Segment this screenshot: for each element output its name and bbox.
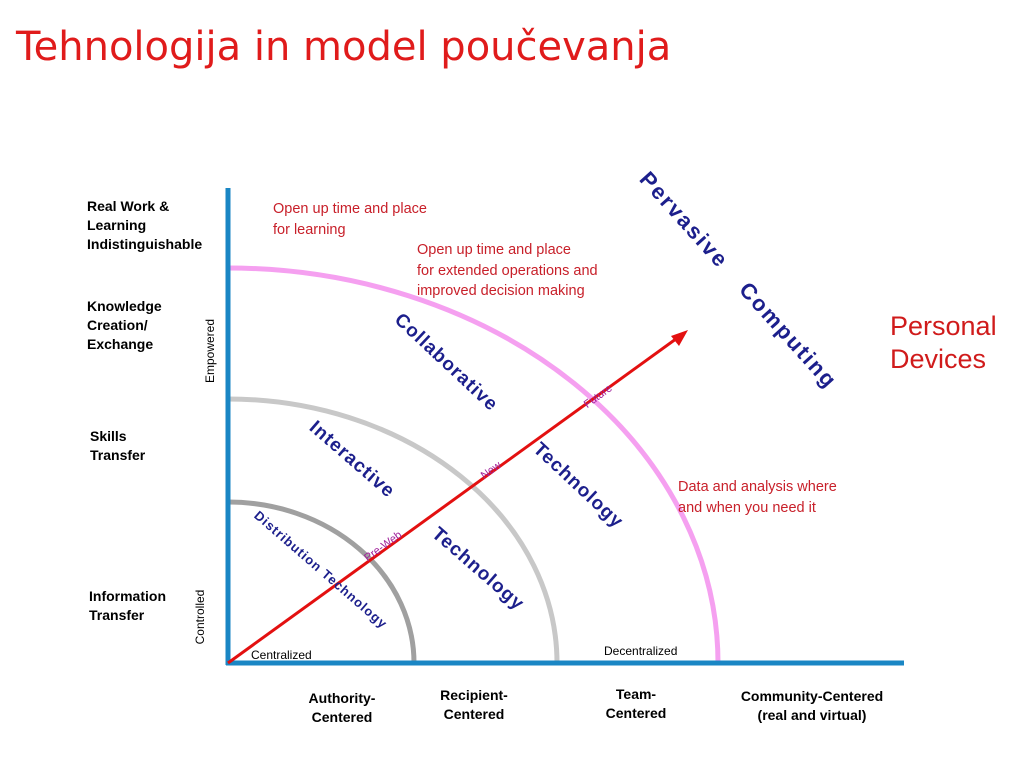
y-axis-controlled-label: Controlled xyxy=(193,589,207,645)
arc-pervasive xyxy=(227,265,721,664)
collaborative-technology-label: Collaborative Technology xyxy=(390,309,627,532)
evolution-arrow xyxy=(227,334,681,665)
pervasive-computing-label: Pervasive Computing xyxy=(635,166,843,393)
x-axis-centralized-label: Centralized xyxy=(251,648,312,662)
x-level-community-centered: Community-Centered (real and virtual) xyxy=(740,688,884,723)
page-title: Tehnologija in model poučevanja xyxy=(16,24,672,70)
y-level-knowledge-creation: Knowledge Creation/ Exchange xyxy=(87,298,162,352)
y-level-real-work: Real Work & Learning Indistinguishable xyxy=(87,198,203,252)
arrow-head xyxy=(671,330,688,346)
annotation-data-analysis: Data and analysis where and when you nee… xyxy=(678,479,837,516)
y-level-information-transfer: Information Transfer xyxy=(89,588,166,623)
y-level-skills-transfer: Skills Transfer xyxy=(90,428,146,463)
x-axis-decentralized-label: Decentralized xyxy=(604,644,678,658)
marker-new: New xyxy=(479,459,504,482)
x-level-recipient-centered: Recipient- Centered xyxy=(440,687,508,722)
arc-interactive xyxy=(227,396,560,664)
annotation-learning: Open up time and place for learning xyxy=(273,201,427,238)
arc-distribution xyxy=(227,499,417,664)
annotation-extended-operations: Open up time and place for extended oper… xyxy=(417,242,598,299)
x-level-authority-centered: Authority- Centered xyxy=(308,690,376,725)
y-axis-empowered-label: Empowered xyxy=(203,318,217,384)
marker-pre-web: Pre-Web xyxy=(362,529,404,564)
personal-devices-label: Personal Devices xyxy=(890,311,997,374)
x-level-team-centered: Team- Centered xyxy=(605,686,667,721)
